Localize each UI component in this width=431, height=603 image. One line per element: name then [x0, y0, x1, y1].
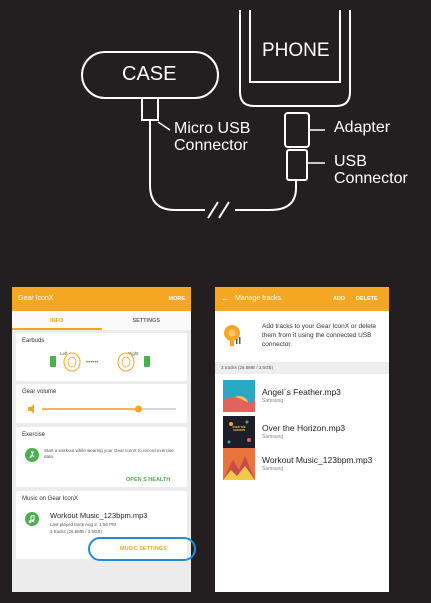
manage-tracks-screen: ← Manage tracks ADD DELETE Add tracks to… — [215, 287, 389, 592]
usb-connector-label: USB Connector — [334, 153, 408, 187]
gear-iconx-screen: Gear IconX MORE INFO SETTINGS Earbuds Le… — [12, 287, 191, 592]
tab-info[interactable]: INFO — [50, 318, 64, 324]
running-icon — [25, 448, 39, 462]
tab-bar: INFO SETTINGS — [12, 311, 191, 330]
app-title: Gear IconX — [18, 295, 54, 302]
track-title: Workout Music_123bpm.mp3 — [262, 455, 373, 465]
volume-icon — [28, 404, 34, 414]
exercise-description: Start a workout while wearing your Gear … — [44, 448, 174, 460]
left-earbud-icon — [63, 352, 81, 372]
app-bar: Gear IconX MORE — [12, 287, 191, 311]
album-art-text: OVER THE HORIZON — [232, 426, 246, 432]
music-track-title: Workout Music_123bpm.mp3 — [50, 511, 148, 520]
earbud-usb-icon — [224, 325, 241, 346]
track-row[interactable]: OVER THE HORIZON Over the Horizon.mp3 Sa… — [215, 413, 389, 453]
right-earbud-icon — [117, 352, 135, 372]
svg-text:••••••: •••••• — [86, 360, 99, 366]
track-row[interactable]: Workout Music_123bpm.mp3 Samsung — [215, 445, 389, 485]
delete-button[interactable]: DELETE — [356, 296, 378, 302]
volume-slider[interactable] — [16, 384, 187, 423]
back-arrow-icon[interactable]: ← — [221, 293, 230, 303]
micro-usb-label: Micro USB Connector — [174, 120, 251, 154]
earbuds-card: Earbuds Left Right •••••• — [16, 333, 187, 381]
tracks-count-header: 3 tracks (26.8MB / 3.5GB) — [215, 362, 389, 374]
music-title: Music on Gear IconX — [22, 496, 79, 502]
music-note-icon — [25, 512, 39, 526]
manage-tracks-app-bar: ← Manage tracks ADD DELETE — [215, 287, 389, 311]
track-title: Over the Horizon.mp3 — [262, 423, 346, 433]
adapter-shape — [284, 112, 310, 148]
tab-settings[interactable]: SETTINGS — [132, 318, 160, 324]
exercise-card: Exercise Start a workout while wearing y… — [16, 427, 187, 487]
album-art-thumbnail — [223, 416, 255, 448]
music-settings-highlight — [88, 537, 196, 561]
right-battery-icon — [144, 356, 150, 367]
connection-diagram — [81, 10, 351, 219]
manage-info-text: Add tracks to your Gear IconX or delete … — [262, 323, 377, 349]
volume-slider-thumb — [134, 405, 142, 413]
track-artist: Samsung — [262, 398, 284, 404]
usb-connector-shape — [286, 149, 308, 181]
track-title: Angel`s Feather.mp3 — [262, 387, 341, 397]
add-button[interactable]: ADD — [333, 296, 345, 302]
adapter-label: Adapter — [334, 119, 391, 136]
manage-tracks-title: Manage tracks — [235, 295, 281, 302]
open-s-health-link[interactable]: OPEN S HEALTH — [126, 477, 171, 483]
gear-volume-title: Gear volume — [22, 389, 57, 395]
music-card: Music on Gear IconX Workout Music_123bpm… — [16, 491, 187, 559]
phone-label: PHONE — [262, 40, 330, 61]
track-artist: Samsung — [262, 466, 284, 472]
track-row[interactable]: Angel`s Feather.mp3 Samsung — [215, 377, 389, 417]
exercise-title: Exercise — [22, 432, 46, 438]
tracks-count-label: 3 tracks (26.8MB / 3.5GB) — [221, 365, 274, 370]
music-tracks-info: 3 tracks (26.5MB / 3.5GB) — [50, 529, 103, 534]
music-last-played: Last played track Aug 2, 1:50 PM — [50, 522, 117, 527]
case-label: CASE — [122, 63, 177, 85]
left-battery-icon — [50, 356, 56, 367]
tab-indicator — [12, 328, 102, 330]
album-art-thumbnail — [223, 448, 255, 480]
more-button[interactable]: MORE — [168, 296, 186, 302]
earbuds-title: Earbuds — [22, 338, 45, 344]
track-artist: Samsung — [262, 434, 284, 440]
micro-usb-plug — [141, 97, 159, 121]
music-settings-link[interactable]: MUSIC SETTINGS — [120, 546, 167, 552]
earbuds-graphic: •••••• — [50, 352, 150, 372]
gear-volume-card: Gear volume — [16, 384, 187, 423]
album-art-thumbnail — [223, 380, 255, 412]
left-earbud-label: Left — [60, 351, 68, 356]
right-earbud-label: Right — [128, 351, 139, 356]
